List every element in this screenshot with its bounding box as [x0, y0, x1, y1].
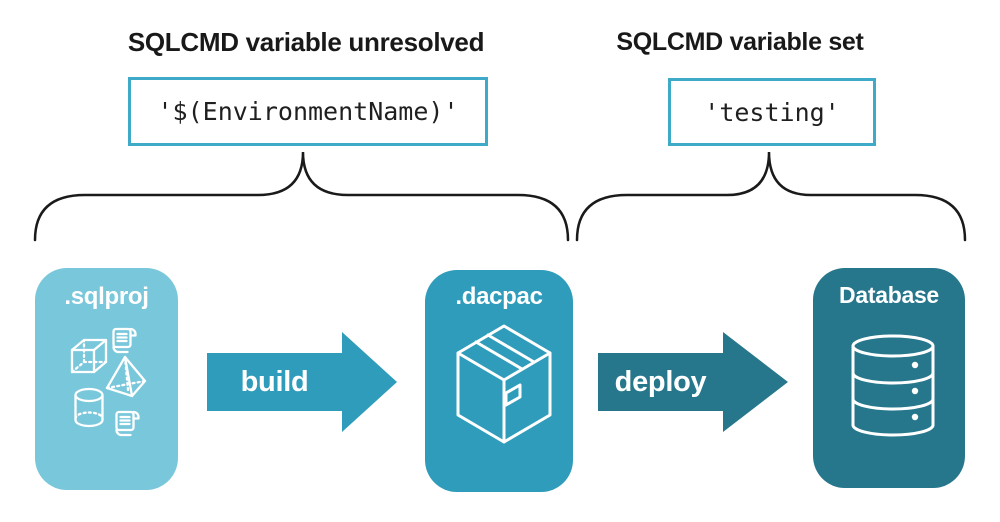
stage-card-sqlproj: .sqlproj — [35, 268, 178, 490]
heading-set: SQLCMD variable set — [616, 28, 864, 56]
pyramid-icon — [105, 355, 147, 398]
build-arrow-polygon — [207, 332, 397, 432]
code-text-set: 'testing' — [704, 97, 840, 127]
cube-icon — [70, 338, 108, 374]
script-icon — [115, 410, 140, 437]
braces-graphic — [33, 151, 967, 242]
code-box-unresolved: '$(EnvironmentName)' — [128, 77, 488, 146]
deploy-arrow-label: deploy — [614, 365, 707, 398]
build-arrow-shape — [207, 332, 397, 432]
code-text-unresolved: '$(EnvironmentName)' — [157, 97, 459, 126]
heading-unresolved: SQLCMD variable unresolved — [127, 27, 485, 57]
cylinder-icon — [74, 387, 104, 428]
package-box-outline — [456, 324, 552, 444]
brace-left — [33, 151, 570, 242]
database-cylinder-outline — [851, 334, 935, 437]
stage-label-dacpac: .dacpac — [455, 283, 543, 310]
script-icon — [112, 327, 137, 354]
stage-label-database: Database — [839, 282, 939, 308]
stage-card-dacpac: .dacpac — [425, 270, 573, 492]
stage-card-database: Database — [813, 268, 965, 488]
sql-objects-icons — [70, 327, 147, 437]
deploy-arrow-polygon — [598, 332, 788, 432]
database-cylinder-icon — [851, 334, 935, 437]
brace-right — [575, 151, 967, 242]
stage-label-sqlproj: .sqlproj — [64, 283, 149, 310]
deploy-arrow-shape — [598, 332, 788, 432]
build-arrow-label: build — [240, 365, 309, 398]
package-box-icon — [456, 324, 552, 444]
build-arrow: build — [207, 330, 397, 434]
deploy-arrow: deploy — [598, 330, 788, 434]
code-box-set: 'testing' — [668, 78, 876, 146]
